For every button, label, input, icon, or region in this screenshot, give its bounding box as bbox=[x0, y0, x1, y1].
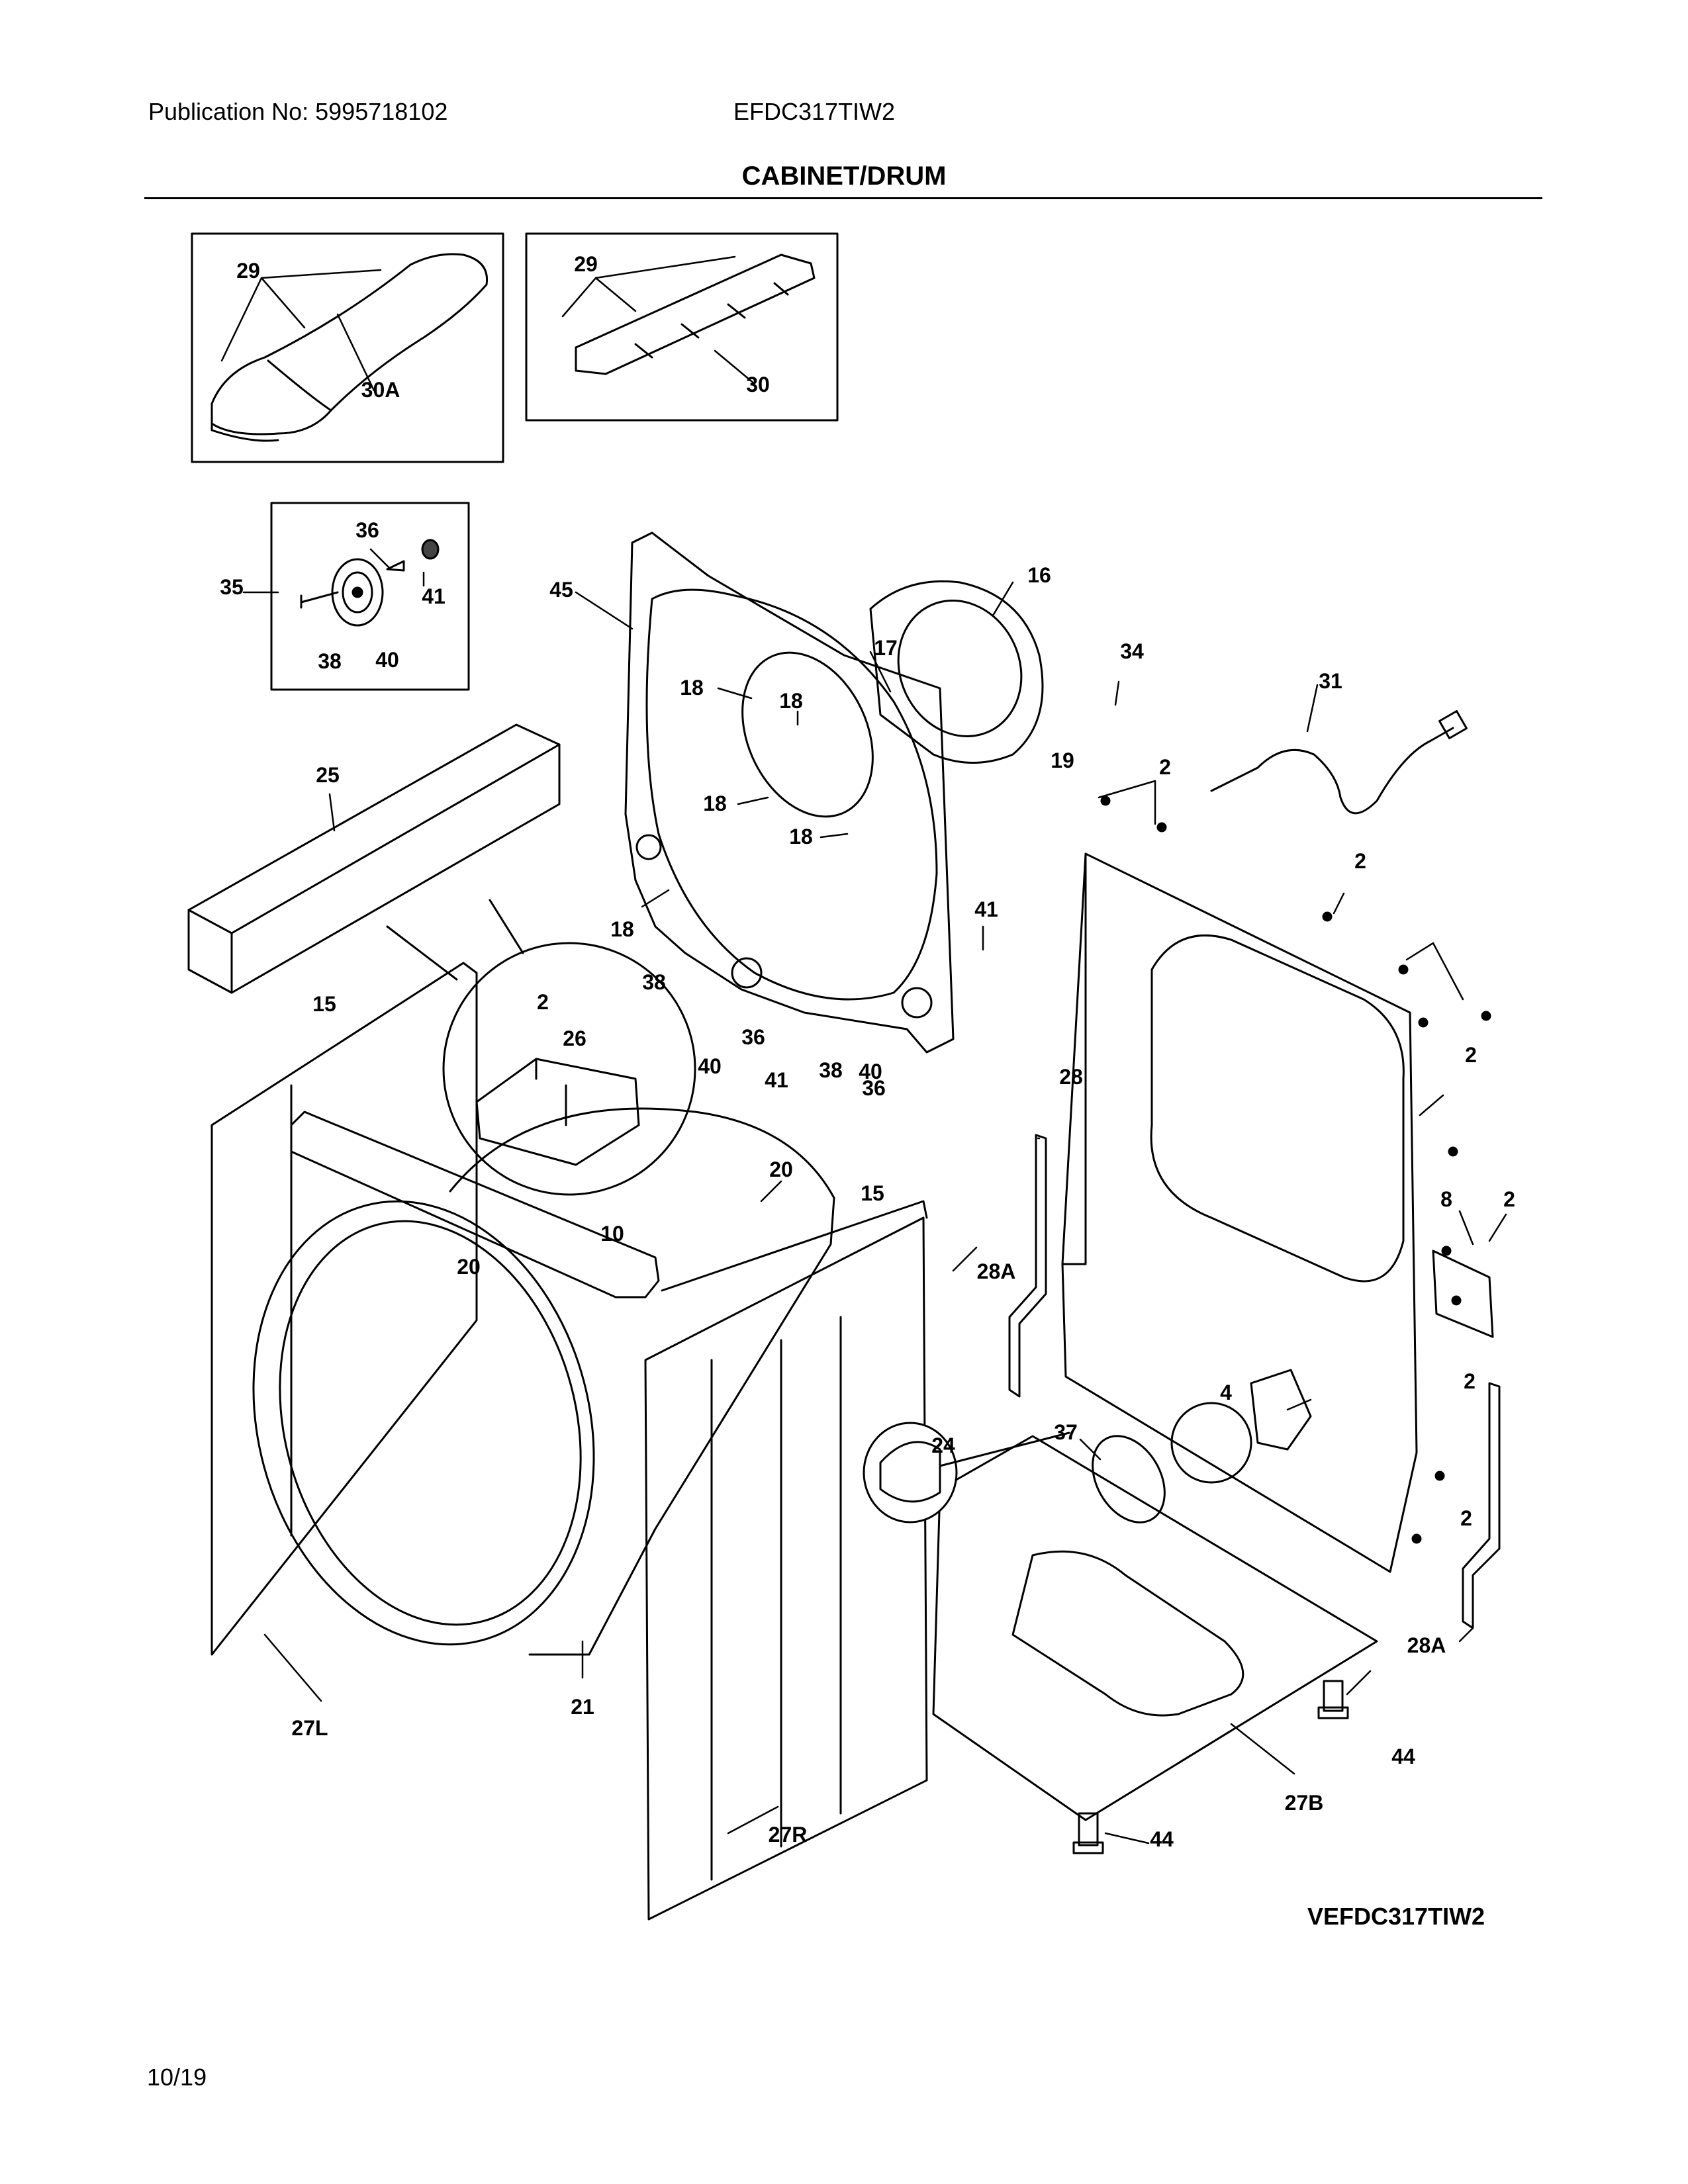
part-16-blower-housing bbox=[869, 580, 1044, 764]
callout-2: 2 bbox=[1460, 1506, 1472, 1530]
callout-40: 40 bbox=[698, 1054, 722, 1078]
part-27l-left-panel bbox=[211, 962, 478, 1656]
callout-45: 45 bbox=[549, 578, 573, 602]
part-24-tab-detail bbox=[863, 1422, 1070, 1524]
callout-34: 34 bbox=[1120, 639, 1144, 663]
callout-2: 2 bbox=[537, 990, 549, 1014]
part-28a-left-channel bbox=[1008, 1134, 1047, 1398]
callout-40: 40 bbox=[859, 1060, 882, 1083]
part-28-rear-panel bbox=[1061, 852, 1418, 1573]
part-2-screws bbox=[1100, 796, 1491, 1544]
publication-date: 10/19 bbox=[147, 2064, 207, 2091]
inset-box-roller-kit bbox=[270, 502, 470, 691]
part-27r-right-panel bbox=[644, 1200, 928, 1921]
callout-38: 38 bbox=[819, 1058, 843, 1082]
callout-36: 36 bbox=[355, 518, 379, 542]
part-25-top-rail bbox=[187, 723, 561, 994]
callout-4: 4 bbox=[1220, 1381, 1232, 1404]
callout-31: 31 bbox=[1319, 669, 1342, 693]
callout-27b: 27B bbox=[1285, 1791, 1324, 1815]
callout-28: 28 bbox=[1059, 1065, 1083, 1089]
callout-44: 44 bbox=[1150, 1827, 1174, 1851]
callout-27l: 27L bbox=[291, 1716, 328, 1740]
callout-2: 2 bbox=[1464, 1369, 1476, 1393]
callout-37: 37 bbox=[1054, 1420, 1078, 1444]
callout-19: 19 bbox=[1051, 749, 1074, 772]
inset-box-wide-baffle bbox=[191, 232, 504, 463]
part-35-roller-kit bbox=[300, 539, 440, 627]
callout-38: 38 bbox=[642, 970, 666, 994]
callout-44: 44 bbox=[1391, 1745, 1415, 1768]
part-28a-right-channel bbox=[1462, 1382, 1501, 1629]
leader-lines bbox=[220, 255, 1507, 1844]
callout-10: 10 bbox=[600, 1222, 624, 1246]
callout-38: 38 bbox=[318, 649, 342, 673]
part-30-baffle bbox=[575, 253, 816, 375]
part-8-bracket bbox=[1432, 1250, 1494, 1338]
callout-27r: 27R bbox=[769, 1823, 808, 1846]
section-title: CABINET/DRUM bbox=[741, 161, 947, 191]
callout-26: 26 bbox=[563, 1026, 586, 1050]
callout-36: 36 bbox=[862, 1076, 886, 1100]
callout-18: 18 bbox=[610, 917, 634, 941]
callout-29: 29 bbox=[236, 259, 260, 283]
part-37-duct-ring bbox=[1092, 1435, 1166, 1524]
callout-17: 17 bbox=[874, 636, 898, 660]
callout-40: 40 bbox=[375, 648, 399, 672]
callout-15: 15 bbox=[312, 992, 336, 1016]
part-31-power-cord bbox=[1210, 710, 1468, 815]
callout-18: 18 bbox=[680, 676, 704, 700]
callout-41: 41 bbox=[765, 1068, 788, 1092]
header-rule bbox=[144, 197, 1542, 199]
callout-18: 18 bbox=[703, 792, 727, 815]
callout-36: 36 bbox=[741, 1025, 765, 1049]
callout-35: 35 bbox=[220, 575, 244, 599]
part-45-bulkhead bbox=[624, 531, 955, 1054]
callout-24: 24 bbox=[931, 1433, 955, 1457]
part-21-drum bbox=[252, 1107, 835, 1656]
part-27b-base bbox=[932, 1435, 1378, 1821]
callout-2: 2 bbox=[1354, 849, 1366, 873]
publication-number: Publication No: 5995718102 bbox=[148, 98, 448, 125]
callout-2: 2 bbox=[1465, 1043, 1477, 1067]
part-10-front-rail bbox=[290, 1111, 660, 1298]
callout-28a: 28A bbox=[1407, 1633, 1446, 1657]
callout-18: 18 bbox=[779, 689, 803, 713]
callout-20: 20 bbox=[457, 1255, 481, 1279]
callout-20: 20 bbox=[769, 1158, 793, 1181]
callout-21: 21 bbox=[571, 1695, 594, 1719]
callout-41: 41 bbox=[974, 897, 998, 921]
diagram-code: VEFDC317TIW2 bbox=[1307, 1903, 1485, 1930]
inset-box-baffle bbox=[525, 232, 839, 422]
callout-28a: 28A bbox=[977, 1259, 1016, 1283]
callout-41: 41 bbox=[422, 584, 445, 608]
callout-18: 18 bbox=[789, 825, 813, 848]
callout-2: 2 bbox=[1159, 755, 1171, 779]
callout-16: 16 bbox=[1027, 563, 1051, 587]
callout-25: 25 bbox=[316, 763, 340, 787]
model-number: EFDC317TIW2 bbox=[733, 98, 896, 125]
part-26-control-board-detail bbox=[386, 899, 696, 1196]
callout-30: 30 bbox=[746, 373, 770, 396]
callout-2: 2 bbox=[1503, 1187, 1515, 1211]
part-44-leveling-legs bbox=[1072, 1680, 1349, 1854]
callout-15: 15 bbox=[861, 1181, 884, 1205]
callout-29: 29 bbox=[574, 252, 598, 276]
callout-8: 8 bbox=[1440, 1187, 1452, 1211]
part-30a-wide-baffle bbox=[211, 253, 489, 442]
callout-30a: 30A bbox=[361, 378, 400, 402]
